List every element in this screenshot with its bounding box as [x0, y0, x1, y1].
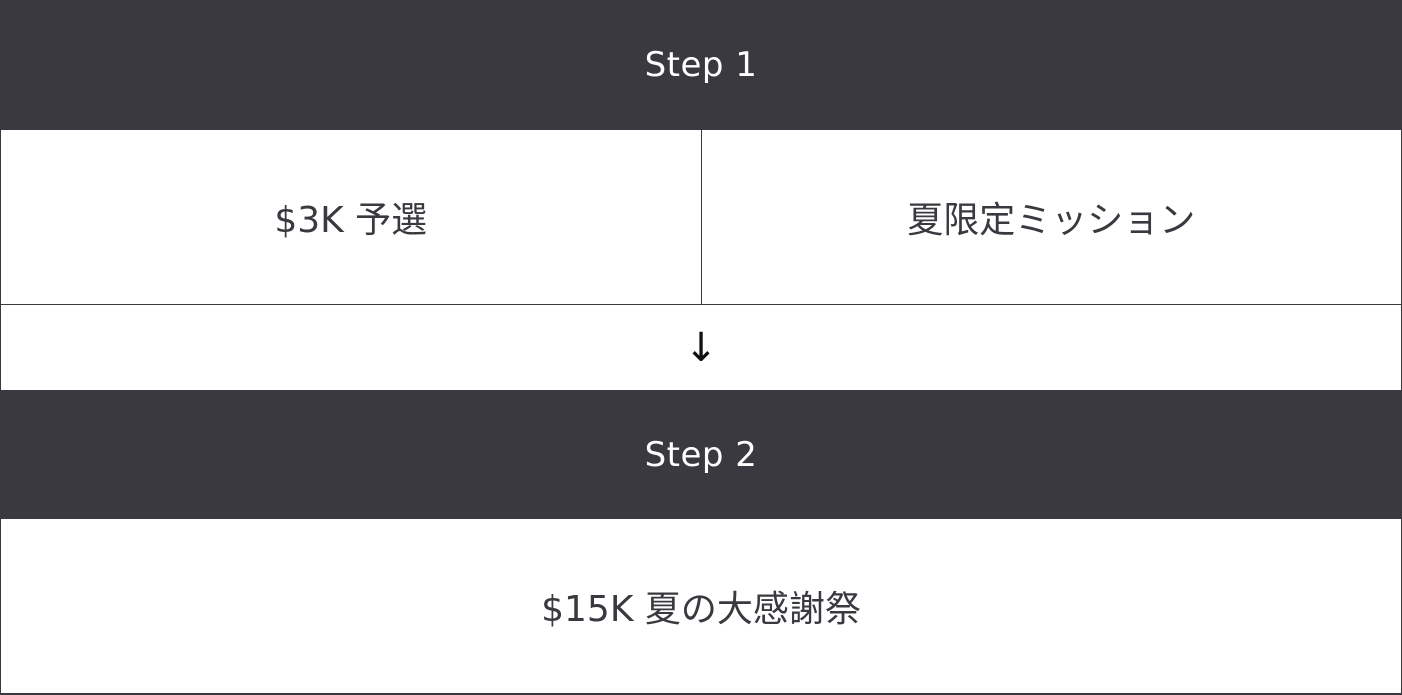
step-2-header: Step 2 [0, 390, 1402, 519]
step-1-items: $3K 予選 夏限定ミッション [0, 130, 1402, 305]
step-1-header: Step 1 [0, 0, 1402, 130]
step-2-item-summer-festival: $15K 夏の大感謝祭 [0, 519, 1402, 695]
step-1-label: Step 1 [644, 45, 758, 85]
step-1-item-qualifier-label: $3K 予選 [274, 200, 428, 241]
step-2-label: Step 2 [644, 434, 758, 475]
step-2-item-summer-festival-label: $15K 夏の大感謝祭 [541, 589, 861, 630]
arrow-down-icon: ↓ [684, 324, 718, 371]
step-1-item-summer-mission: 夏限定ミッション [700, 130, 1402, 304]
step-1-item-summer-mission-label: 夏限定ミッション [907, 200, 1196, 241]
step-connector: ↓ [0, 305, 1402, 390]
step-1-item-qualifier: $3K 予選 [1, 130, 701, 304]
